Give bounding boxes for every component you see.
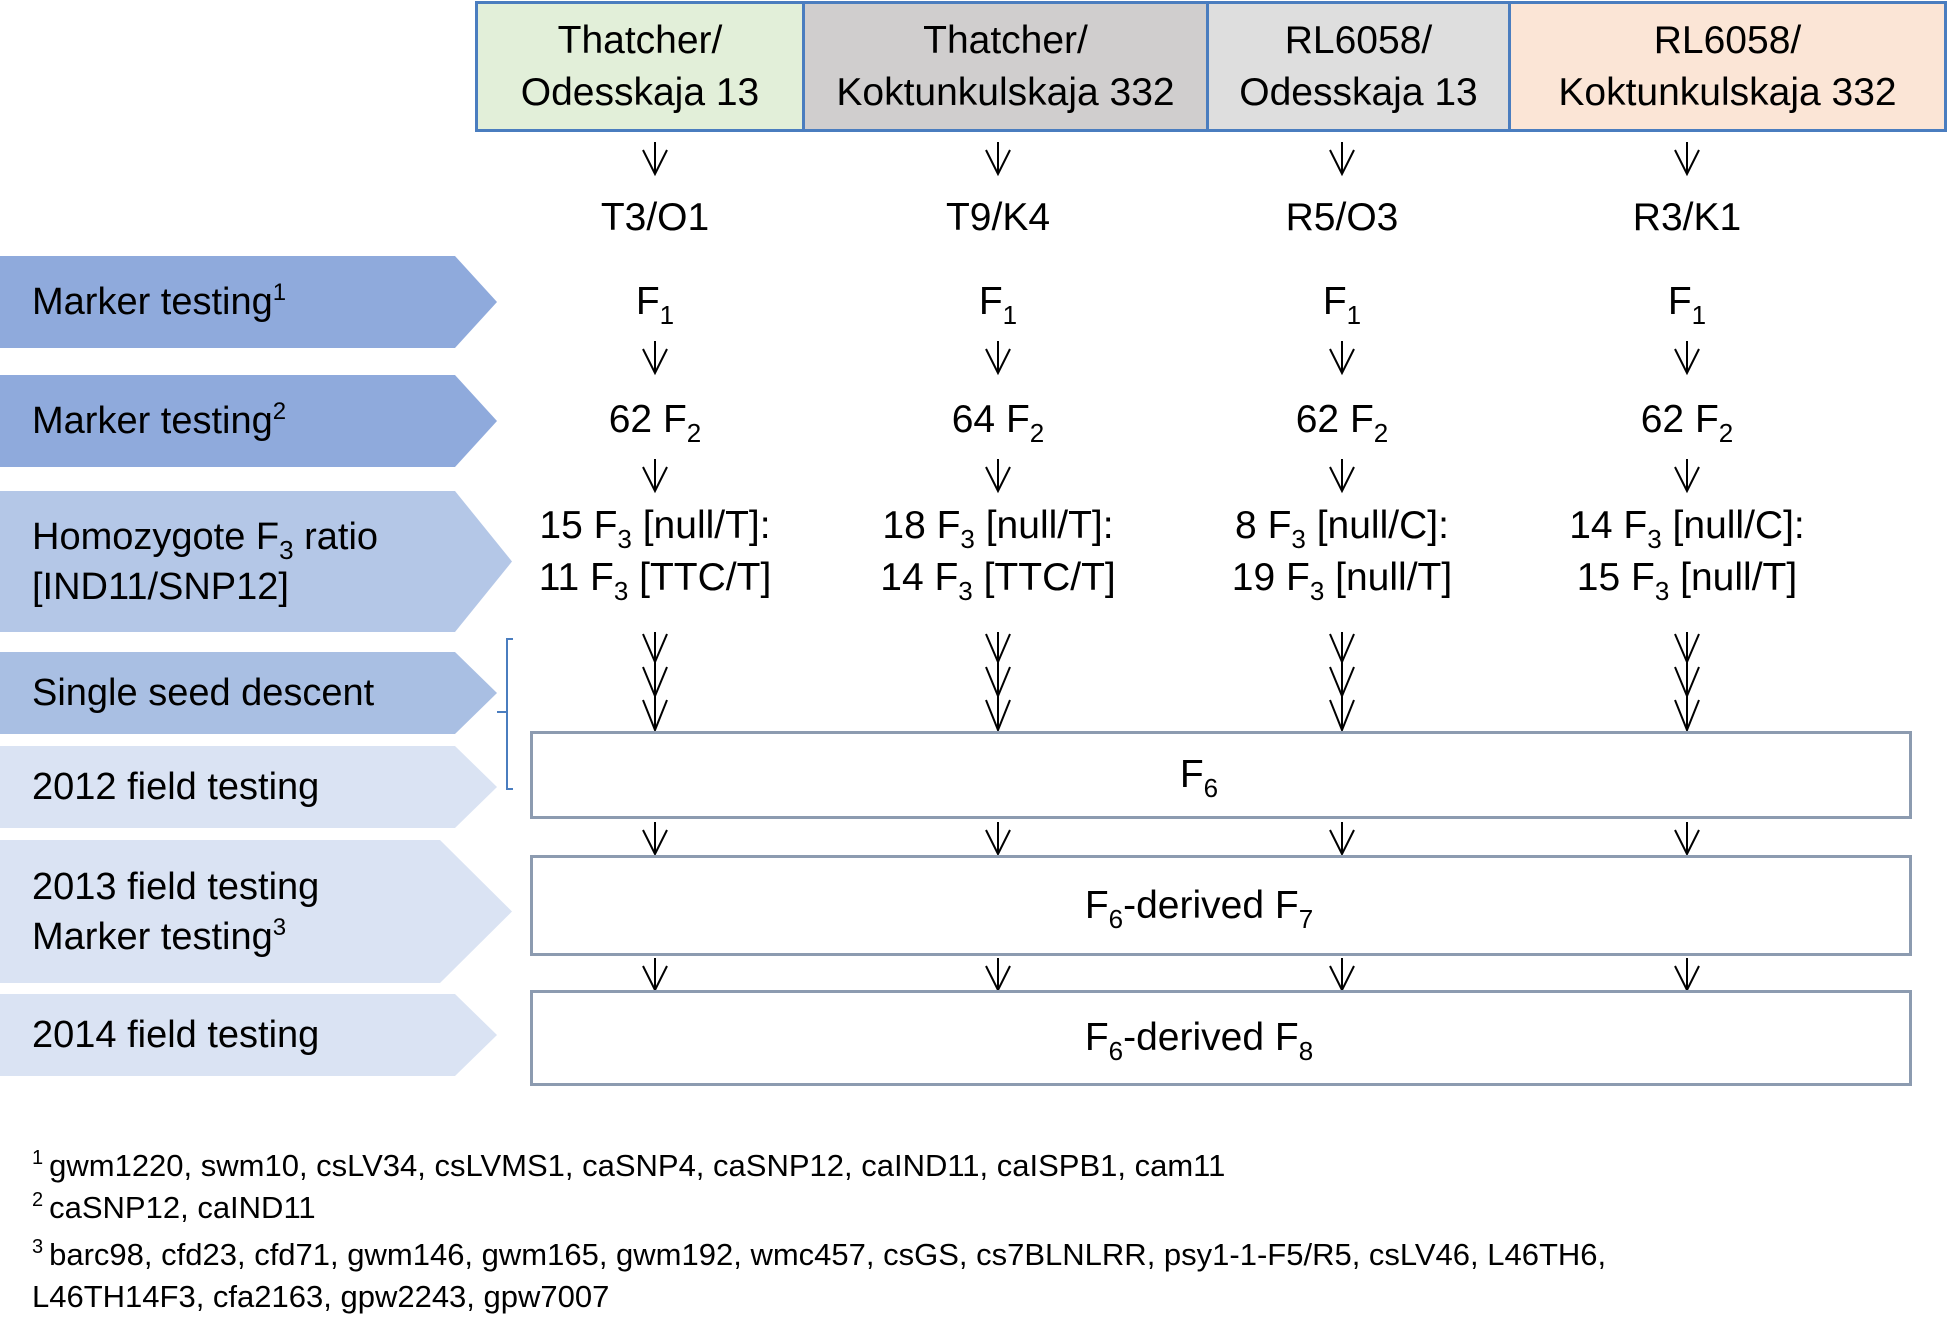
f8-box: F6-derived F8 [530,990,1912,1086]
f1-generation: F1 [635,280,675,330]
footnote-ref: 2 [272,398,287,425]
f2-generation: 64 F2 [951,398,1045,448]
cross-line2: Odesskaja 13 [1239,70,1478,114]
f2-generation: 62 F2 [1640,398,1734,448]
f1-generation: F1 [1667,280,1707,330]
f7-box: F6-derived F7 [530,855,1912,956]
subscript: 3 [279,534,294,565]
bracket-icon [497,638,513,790]
f2-generation: 62 F2 [1295,398,1389,448]
stage-homozygote-f3-ratio: Homozygote F3 ratio [IND11/SNP12] [0,491,512,632]
cross-thatcher-koktunkulskaja: Thatcher/ Koktunkulskaja 332 [805,4,1209,129]
stage-label: ratio [293,515,379,558]
f7-label: F6-derived F7 [1084,883,1314,934]
stage-label-line2: [IND11/SNP12] [32,565,289,608]
footnote-3-continued: L46TH14F3, cfa2163, gpw2243, gpw7007 [32,1279,610,1314]
f3-ratio: 14 F3 [null/C]: 15 F3 [null/T] [1569,504,1805,606]
cross-rl6058-koktunkulskaja: RL6058/ Koktunkulskaja 332 [1511,4,1944,129]
cross-rl6058-odesskaja: RL6058/ Odesskaja 13 [1209,4,1511,129]
footnote-ref: 1 [272,279,287,306]
cross-line2: Koktunkulskaja 332 [1558,70,1897,114]
stage-label: Single seed descent [32,672,375,714]
parent-crosses-header: Thatcher/ Odesskaja 13 Thatcher/ Koktunk… [475,1,1947,132]
stage-single-seed-descent: Single seed descent [0,652,497,734]
stage-label: Marker testing [32,400,273,442]
f1-generation: F1 [978,280,1018,330]
cross-line1: RL6058/ [1653,18,1802,62]
stage-label-line2: Marker testing [32,915,273,958]
f1-generation: F1 [1322,280,1362,330]
cross-line1: Thatcher/ [923,18,1088,62]
cross-thatcher-odesskaja: Thatcher/ Odesskaja 13 [478,4,805,129]
f3-ratio: 15 F3 [null/T]: 11 F3 [TTC/T] [538,504,772,606]
line-id: R3/K1 [1632,196,1742,239]
stage-label: 2012 field testing [32,766,320,808]
line-id: T3/O1 [600,196,710,239]
f2-generation: 62 F2 [608,398,702,448]
footnote-ref: 3 [272,913,287,941]
stage-marker-testing-1: Marker testing1 [0,256,497,348]
f3-ratio: 18 F3 [null/T]: 14 F3 [TTC/T] [880,504,1116,606]
cross-line1: Thatcher/ [557,18,723,62]
cross-line2: Koktunkulskaja 332 [836,70,1175,114]
cross-line1: RL6058/ [1284,18,1433,62]
line-id: R5/O3 [1285,196,1399,239]
stage-2014-field-testing: 2014 field testing [0,994,497,1076]
stage-2013-field-testing: 2013 field testing Marker testing3 [0,840,512,983]
stage-label: Homozygote F [32,515,280,558]
f6-box: F6 [530,731,1912,819]
f3-ratio: 8 F3 [null/C]: 19 F3 [null/T] [1231,504,1453,606]
f6-label: F6 [1179,753,1219,803]
stage-2012-field-testing: 2012 field testing [0,746,497,828]
stage-marker-testing-2: Marker testing2 [0,375,497,467]
stage-label: Marker testing [32,281,273,323]
stage-label: 2013 field testing [32,865,320,908]
f8-label: F6-derived F8 [1084,1016,1314,1066]
cross-line2: Odesskaja 13 [520,70,760,114]
stage-label: 2014 field testing [32,1014,320,1056]
line-id: T9/K4 [945,196,1051,239]
